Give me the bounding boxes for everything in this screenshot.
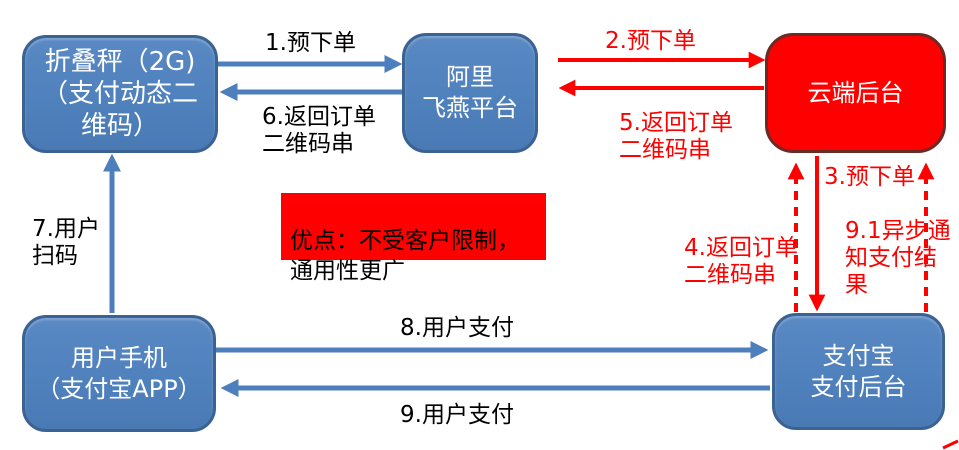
node-cloud-backend: 云端后台 bbox=[765, 33, 946, 153]
node-folding-scale-label: 折叠秤（2G) （支付动态二 维码） bbox=[41, 47, 198, 141]
corner-red-mark bbox=[942, 439, 959, 450]
node-cloud-backend-label: 云端后台 bbox=[807, 78, 904, 107]
edge-9-label: 9.用户支付 bbox=[400, 402, 514, 428]
edge-7-label: 7.用户 扫码 bbox=[32, 216, 100, 269]
edge-5-label: 5.返回订单 二维码串 bbox=[619, 110, 733, 163]
edge-8-label: 8.用户支付 bbox=[400, 315, 514, 341]
node-ali-feiyan-platform-label: 阿里 飞燕平台 bbox=[422, 63, 518, 122]
edge-4-label: 4.返回订单 二维码串 bbox=[684, 235, 798, 288]
node-folding-scale: 折叠秤（2G) （支付动态二 维码） bbox=[22, 35, 218, 153]
edge-2-label: 2.预下单 bbox=[605, 28, 696, 54]
node-alipay-backend-label: 支付宝 支付后台 bbox=[810, 341, 907, 401]
edge-6-label: 6.返回订单 二维码串 bbox=[262, 104, 376, 157]
node-user-phone-label: 用户手机 （支付宝APP） bbox=[36, 343, 202, 403]
edge-1-label: 1.预下单 bbox=[265, 30, 356, 56]
edge-91-label: 9.1异步通 知支付结 果 bbox=[845, 218, 951, 298]
advantage-note: 优点：不受客户限制， 通用性更广 bbox=[281, 193, 546, 284]
node-ali-feiyan-platform: 阿里 飞燕平台 bbox=[402, 33, 538, 153]
advantage-note-text: 优点：不受客户限制， 通用性更广 bbox=[290, 228, 520, 284]
node-alipay-backend: 支付宝 支付后台 bbox=[772, 313, 945, 430]
node-user-phone: 用户手机 （支付宝APP） bbox=[22, 315, 216, 432]
edge-3-label: 3.预下单 bbox=[824, 164, 915, 190]
